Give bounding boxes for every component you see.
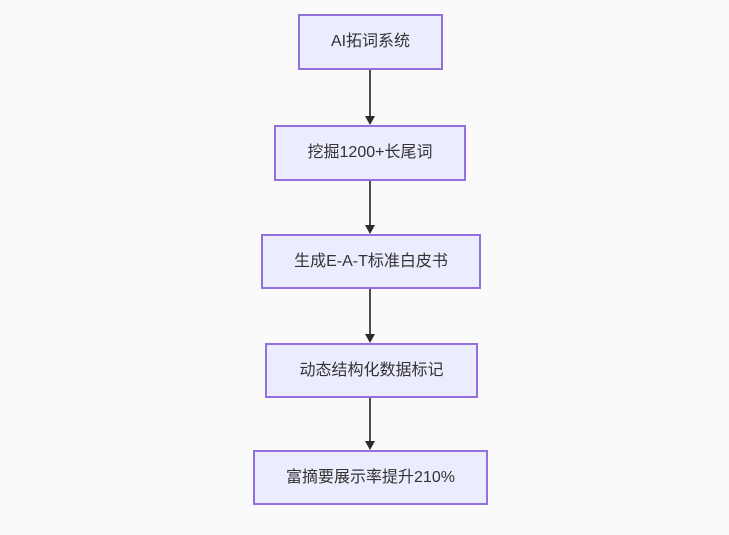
- flow-edge-4: [364, 398, 376, 450]
- flow-edge-3: [364, 289, 376, 343]
- flow-edge-1: [364, 70, 376, 125]
- edge-line: [369, 398, 371, 441]
- arrowhead-down-icon: [365, 334, 375, 343]
- flow-node-rich-snippet-result: 富摘要展示率提升210%: [253, 450, 488, 505]
- flow-edge-2: [364, 181, 376, 234]
- arrowhead-down-icon: [365, 116, 375, 125]
- flow-node-eat-whitepaper: 生成E-A-T标准白皮书: [261, 234, 481, 289]
- edge-line: [369, 70, 371, 116]
- flow-node-structured-data-markup: 动态结构化数据标记: [265, 343, 478, 398]
- flow-node-longtail-mining: 挖掘1200+长尾词: [274, 125, 466, 181]
- flow-node-label: AI拓词系统: [330, 33, 411, 50]
- flow-node-label: 挖掘1200+长尾词: [307, 144, 433, 161]
- flow-node-ai-word-expansion: AI拓词系统: [298, 14, 443, 70]
- arrowhead-down-icon: [365, 441, 375, 450]
- edge-line: [369, 181, 371, 225]
- flow-node-label: 富摘要展示率提升210%: [286, 468, 455, 486]
- edge-line: [369, 289, 371, 334]
- arrowhead-down-icon: [365, 225, 375, 234]
- flow-node-label: 生成E-A-T标准白皮书: [294, 252, 448, 270]
- flow-node-label: 动态结构化数据标记: [299, 361, 444, 379]
